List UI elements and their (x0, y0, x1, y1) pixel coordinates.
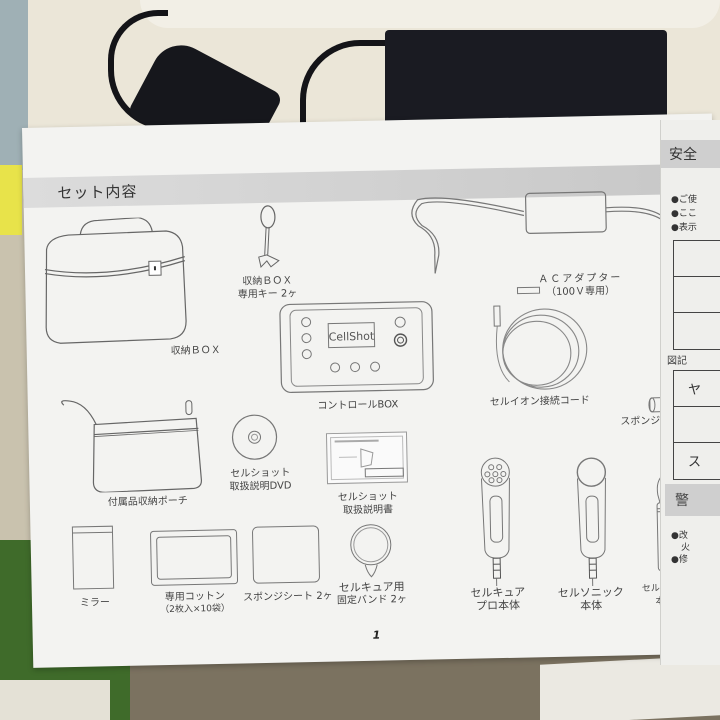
facing-page-bullet: ●表示 (671, 223, 697, 233)
cellion-cord-label: セルイオン接続コード (489, 395, 590, 409)
table-cell (674, 407, 720, 443)
item-box-key: 収納ＢＯＸ 専用キー 2ヶ (236, 204, 298, 301)
item-cellcure-pro: セルキュア プロ本体 (465, 456, 528, 613)
ac-adapter-icon (411, 191, 683, 274)
coiled-cord-icon (493, 286, 588, 390)
facing-page-label: 図記 (667, 356, 687, 367)
cellcure-pro-label-line2: プロ本体 (475, 598, 521, 613)
background-cable (300, 40, 390, 140)
item-manual: セルショット 取扱説明書 (324, 430, 410, 518)
control-box-label: コントロールBOX (317, 399, 399, 412)
box-key-label-line1: 収納ＢＯＸ (242, 275, 293, 288)
dvd-label-line2: 取扱説明DVD (229, 480, 292, 493)
facing-page-header-bar (661, 140, 720, 168)
table-cell: ス (688, 455, 702, 470)
facing-page-title: 安全 (669, 147, 697, 163)
item-accessory-pouch: 付属品収納ポーチ (56, 396, 208, 510)
mirror-icon (71, 525, 115, 590)
table-cell (674, 313, 720, 349)
facing-page-bullet: ●ご使 (671, 195, 697, 205)
warning-header-bar: 警 (665, 484, 720, 516)
manual-page: セット内容 収納ＢＯＸ 収納ＢＯＸ 専用キー 2ヶ (22, 113, 720, 668)
section-title: セット内容 (57, 182, 138, 203)
facing-page-table (673, 240, 720, 350)
warning-bullet: ●改 (671, 531, 688, 541)
table-cell (674, 241, 720, 277)
dvd-disc-icon (231, 414, 278, 460)
background-tray-lid (140, 0, 720, 28)
table-cell (674, 277, 720, 313)
accessory-pouch-label: 付属品収納ポーチ (107, 495, 188, 509)
cellsonic-label-line2: 本体 (579, 598, 603, 613)
manual-label-line2: 取扱説明書 (342, 504, 394, 517)
warning-bullet: 火 (681, 543, 691, 553)
background-yellow-object (0, 165, 22, 235)
fixing-band-icon (350, 524, 392, 578)
warning-bullet: ●修 (671, 555, 688, 565)
item-control-box: CellShot コントロールBOX (276, 297, 438, 413)
key-strap-icon (258, 205, 280, 269)
facing-page: 安全 ●ご使 ●ここ ●表示 図記 ヤ ス 警 ●改 火 ●修 (660, 120, 720, 665)
item-dvd: セルショット 取扱説明DVD (224, 410, 296, 493)
background-floor-item (0, 680, 110, 720)
cellcure-pro-label-line1: セルキュア (470, 585, 526, 600)
item-storage-box: 収納ＢＯＸ (38, 216, 221, 357)
cotton-pack-icon (150, 529, 239, 586)
cellcure-band-label-line2: 固定バンド 2ヶ (336, 594, 408, 607)
box-key-label-line2: 専用キー 2ヶ (237, 288, 298, 301)
facing-page-table-2: ヤ ス (673, 370, 720, 480)
sponge-sheet-label: スポンジシート 2ヶ (242, 590, 333, 604)
cellsonic-label-line1: セルソニック (557, 585, 624, 600)
pouch-icon (61, 400, 203, 493)
mirror-label: ミラー (79, 597, 111, 609)
item-cotton: 専用コットン （2枚入×10袋） (148, 528, 240, 618)
item-cellion-cord: セルイオン接続コード (477, 284, 600, 409)
cellsonic-device-icon (576, 457, 607, 587)
facing-page-bullet: ●ここ (671, 209, 697, 219)
cotton-label-line2: （2枚入×10袋） (160, 603, 231, 616)
manual-booklet-icon (325, 431, 409, 485)
table-cell: ヤ (674, 371, 720, 407)
warning-title: 警 (675, 493, 689, 509)
storage-box-label: 収納ＢＯＸ (170, 344, 221, 357)
item-cellcure-band: セルキュア用 固定バンド 2ヶ (330, 520, 412, 608)
item-ac-adapter: ＡＣアダプター （100Ｖ専用） (403, 180, 695, 302)
cellcure-pro-device-icon (480, 457, 510, 587)
item-sponge-sheet: スポンジシート 2ヶ (240, 524, 334, 605)
manual-label-line1: セルショット (337, 491, 398, 504)
page-number: 1 (372, 628, 381, 642)
storage-box-icon (44, 216, 187, 344)
item-cellsonic: セルソニック 本体 (555, 456, 624, 613)
svg-text:CellShot: CellShot (329, 330, 376, 344)
item-mirror: ミラー (70, 524, 118, 610)
control-box-icon: CellShot (279, 301, 434, 394)
sponge-sheet-icon (252, 525, 320, 584)
